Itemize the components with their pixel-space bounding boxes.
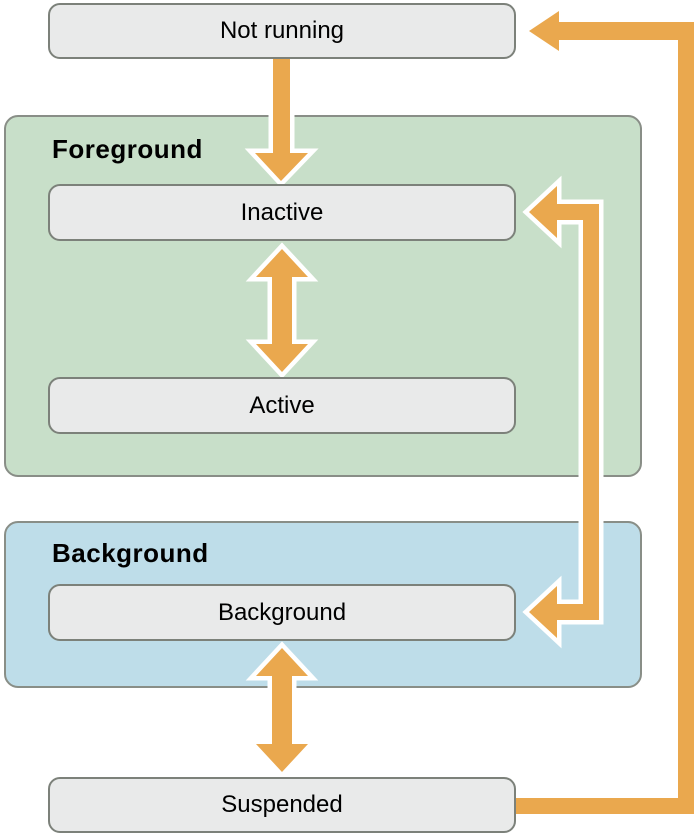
state-inactive-label: Inactive xyxy=(240,198,324,226)
foreground-group-label: Foreground xyxy=(52,134,203,164)
state-active: Active xyxy=(48,377,516,434)
state-suspended-label: Suspended xyxy=(221,791,343,818)
state-not-running: Not running xyxy=(48,3,516,59)
state-suspended: Suspended xyxy=(48,777,516,833)
state-background: Background xyxy=(48,584,516,641)
state-not-running-label: Not running xyxy=(219,17,345,44)
background-group-label: Background xyxy=(52,538,209,568)
state-active-label: Active xyxy=(249,391,315,419)
state-background-label: Background xyxy=(217,598,347,626)
state-inactive: Inactive xyxy=(48,184,516,241)
